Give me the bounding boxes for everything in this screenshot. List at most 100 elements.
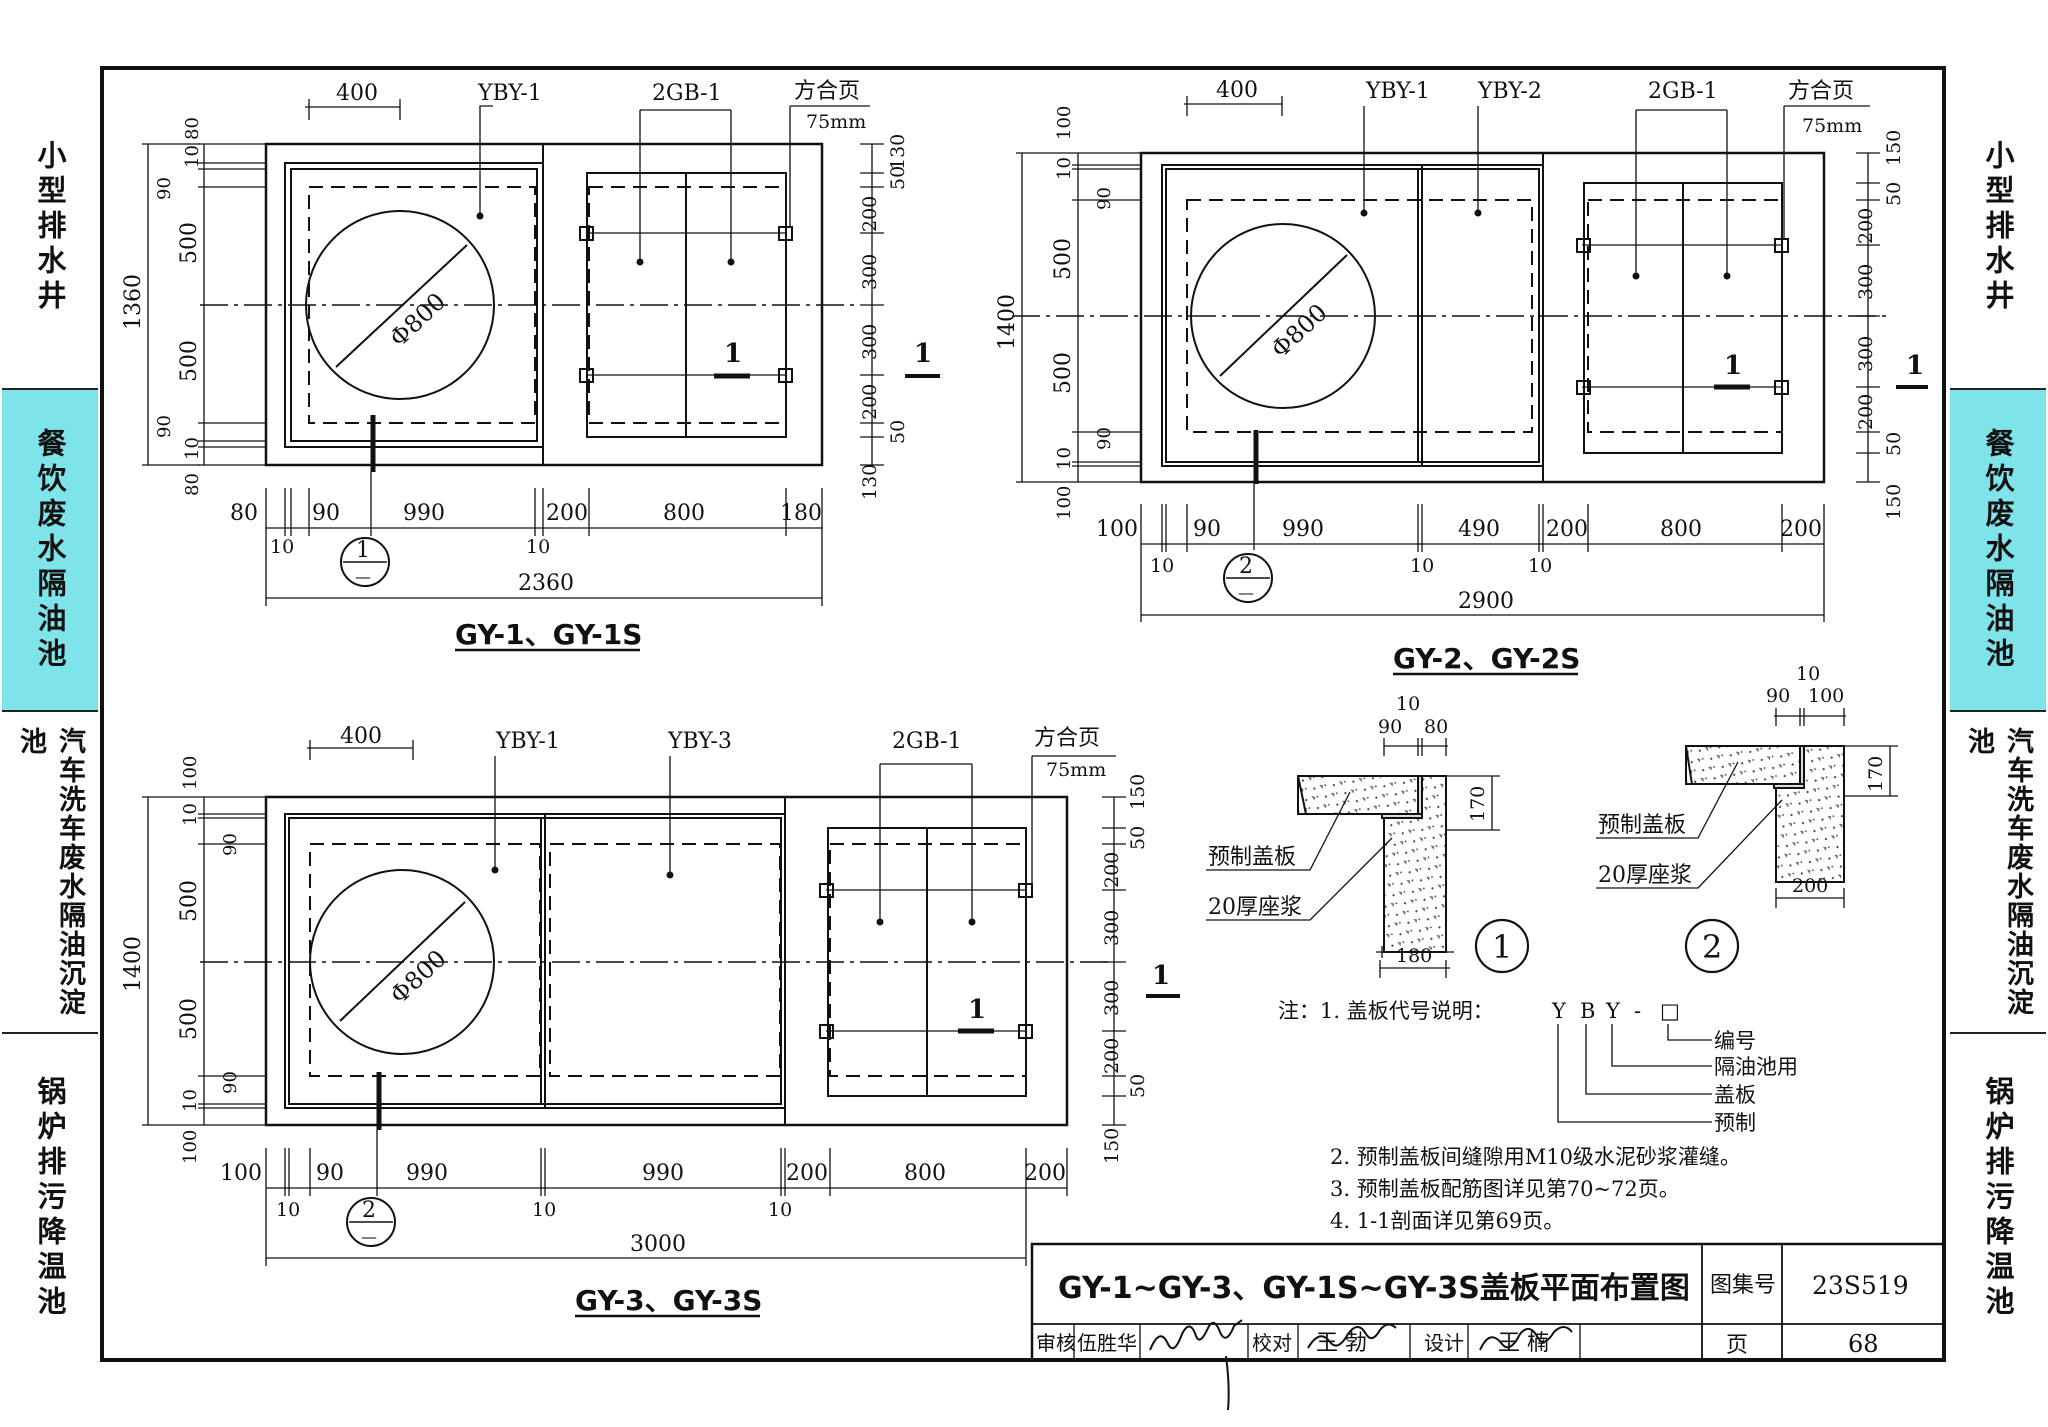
label-hinge-size: 75mm [1046,759,1106,781]
label-mortar-bed: 20厚座浆 [1598,863,1692,888]
dim-right: 200 [859,196,881,232]
dim-left: 10 [182,437,203,460]
dim-bottom: 10 [1528,555,1552,577]
label-diameter: Φ800 [385,944,452,1009]
sidebar-right: 小型排水井 餐饮废水隔油池 汽车洗车废水隔油沉淀池 锅炉排污降温池 [1950,66,2046,1362]
sidebar-item-grease-trap[interactable]: 餐饮废水隔油池 [2,388,98,710]
dim-left: 100 [180,756,201,790]
note-line: 3. 预制盖板配筋图详见第70~72页。 [1330,1177,1680,1201]
label-hinge: 方合页 [1034,726,1100,751]
sidebar-item-label: 汽车洗车废水隔油沉淀池 [1963,727,2033,1017]
label-diameter: Φ800 [384,287,451,352]
sidebar-item-grease-trap[interactable]: 餐饮废水隔油池 [1950,388,2046,710]
sidebar-item-carwash-tank[interactable]: 汽车洗车废水隔油沉淀池 [1950,710,2046,1032]
caption-gy2: GY-2、GY-2S [1393,642,1580,675]
detail-ref-number: 2 [362,1198,376,1223]
dim-left: 1400 [121,936,146,992]
sidebar-item-label: 小型排水井 [33,139,67,315]
detail-ref-sheet: — [1238,583,1254,602]
dim-right: 200 [1101,852,1123,888]
label-hinge-size: 75mm [806,111,866,133]
code-letter: Y [1605,999,1621,1023]
dim-bottom: 990 [642,1161,684,1186]
dim-right: 300 [1101,980,1123,1016]
dim-right: 130 [859,464,881,500]
plan-gy2 [1012,96,1928,676]
page-label: 页 [1726,1333,1748,1358]
dim-bottom: 90 [1193,517,1221,542]
dim-bottom: 10 [768,1199,792,1221]
label-yby: YBY-1 [477,81,542,106]
sidebar-item-small-drain-well[interactable]: 小型排水井 [2,66,98,388]
dim-bottom: 200 [546,501,588,526]
designer-name: 王 楠 [1498,1331,1549,1356]
sidebar-item-boiler-cooling[interactable]: 锅炉排污降温池 [2,1032,98,1362]
gy3-labels: 400 YBY-1 YBY-3 2GB-1 方合页 75mm Φ800 1 1 … [121,724,1170,1317]
caption-gy1: GY-1、GY-1S [455,618,642,651]
check-label: 校对 [1252,1331,1292,1355]
dim-right: 300 [859,254,881,290]
dim-bottom: 80 [230,501,258,526]
review-label: 审核 [1036,1331,1076,1355]
detail-number: 1 [1492,928,1512,966]
dim-right: 200 [859,384,881,420]
dim-right: 200 [1855,208,1877,244]
label-precast-plate: 预制盖板 [1598,813,1686,838]
drawing-title: GY-1~GY-3、GY-1S~GY-3S盖板平面布置图 [1058,1271,1690,1306]
section-mark: 1 [914,339,932,369]
dim-bottom: 10 [1410,555,1434,577]
dim-bottom: 990 [1282,517,1324,542]
label-yby: YBY-1 [1365,79,1430,104]
code-letter: □ [1660,999,1680,1023]
dim-right: 200 [1101,1038,1123,1074]
legend-item: 预制 [1714,1111,1756,1135]
dim-right: 200 [1855,394,1877,430]
dim-bottom: 990 [403,501,445,526]
dim-left: 100 [1054,106,1075,140]
dim-top-400: 400 [340,724,382,749]
dim-right: 300 [1855,336,1877,372]
detail-dim: 170 [1467,786,1489,822]
legend-item: 隔油池用 [1714,1055,1798,1079]
dim-total: 2360 [518,571,574,596]
detail-dim: 180 [1396,945,1432,967]
detail-ref-number: 1 [356,538,370,563]
dim-right: 300 [1101,910,1123,946]
dim-bottom: 490 [1458,517,1500,542]
atlas-label: 图集号 [1710,1273,1776,1298]
sidebar-item-boiler-cooling[interactable]: 锅炉排污降温池 [1950,1032,2046,1362]
detail-2 [1596,708,1898,974]
dim-right: 300 [1855,264,1877,300]
dim-left: 100 [1054,486,1075,520]
reviewer-name: 伍胜华 [1077,1331,1137,1355]
sidebar-item-label: 锅炉排污降温池 [1981,1075,2015,1321]
dim-bottom: 90 [316,1161,344,1186]
dim-right: 50 [1883,182,1905,206]
dim-right: 150 [1101,1128,1123,1164]
dim-left: 10 [180,1089,201,1112]
dim-bottom: 100 [1096,517,1138,542]
gy1-labels: 400 YBY-1 2GB-1 方合页 75mm Φ800 1 1 1360 8… [121,79,932,651]
note-line: 2. 预制盖板间缝隙用M10级水泥砂浆灌缝。 [1330,1145,1741,1169]
dim-left: 500 [177,998,202,1040]
dim-left: 1400 [995,294,1020,350]
dim-bottom: 200 [1780,517,1822,542]
dim-left: 500 [177,222,202,264]
dim-left: 90 [1094,187,1115,210]
plan-gy3 [142,740,1180,1318]
dim-right: 150 [1883,484,1905,520]
dim-left: 500 [177,340,202,382]
detail-1 [1206,738,1530,978]
dim-right: 50 [1883,432,1905,456]
sidebar-item-small-drain-well[interactable]: 小型排水井 [1950,66,2046,388]
dim-bottom: 100 [220,1161,262,1186]
sidebar-item-carwash-tank[interactable]: 汽车洗车废水隔油沉淀池 [2,710,98,1032]
legend-item: 盖板 [1714,1083,1756,1107]
label-yby: YBY-3 [667,729,732,754]
page-number: 68 [1848,1330,1879,1358]
notes: 注：1. 盖板代号说明： Y B Y - □ 编号 隔油池用 盖板 预制 2. … [1278,999,1798,1233]
dim-bottom: 10 [532,1199,556,1221]
detail-dim: 170 [1865,756,1887,792]
code-letter: - [1634,999,1641,1023]
design-label: 设计 [1424,1331,1464,1355]
